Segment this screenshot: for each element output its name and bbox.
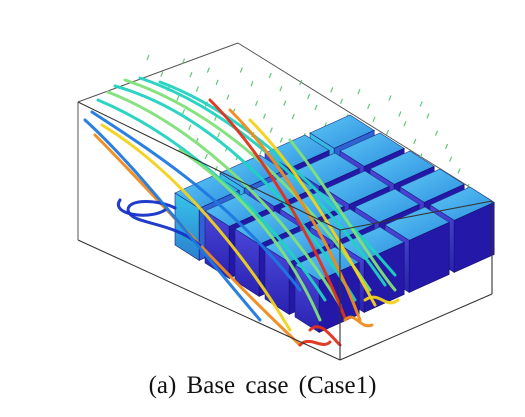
velocity-arrow — [226, 94, 230, 100]
velocity-arrow — [340, 98, 344, 104]
velocity-arrow — [204, 153, 208, 160]
velocity-arrow — [215, 79, 219, 86]
velocity-arrow — [434, 130, 439, 136]
velocity-arrow — [269, 127, 273, 133]
velocity-arrow — [419, 101, 423, 107]
velocity-arrow — [146, 54, 150, 61]
velocity-arrow — [314, 104, 318, 111]
velocity-arrow — [398, 111, 402, 117]
domain-frame-front — [77, 101, 493, 361]
velocity-arrow — [367, 103, 371, 110]
velocity-arrow — [206, 67, 210, 73]
streamline — [308, 325, 342, 347]
velocity-arrow — [413, 138, 417, 145]
velocity-arrow — [279, 137, 283, 143]
streamline — [363, 295, 400, 305]
streamline — [343, 315, 374, 328]
velocity-arrow — [330, 87, 334, 93]
velocity-arrow — [357, 88, 361, 95]
velocity-arrow — [268, 72, 272, 79]
streamline — [178, 148, 322, 322]
velocity-arrow — [445, 143, 449, 150]
velocity-arrow — [176, 95, 180, 101]
velocity-arrow — [250, 81, 254, 87]
velocity-arrow — [388, 95, 392, 101]
velocity-arrow — [426, 113, 430, 119]
velocity-arrow — [239, 67, 243, 73]
velocity-arrow — [195, 86, 199, 92]
streamline — [83, 118, 262, 322]
velocity-arrow — [217, 132, 221, 138]
streamline — [100, 123, 292, 332]
streamline — [288, 138, 397, 292]
streamline — [248, 118, 377, 307]
streamline — [126, 200, 202, 247]
velocity-arrow — [385, 129, 390, 136]
domain-frame-back — [77, 42, 493, 240]
velocity-arrow — [214, 165, 218, 172]
streamline — [228, 108, 362, 322]
streamline — [208, 98, 347, 320]
velocity-arrow — [291, 113, 295, 120]
streamlines — [83, 76, 400, 347]
velocity-arrow — [189, 72, 193, 78]
streamline — [123, 78, 372, 292]
streamline — [106, 90, 342, 307]
velocity-arrow — [279, 85, 283, 92]
figure-caption: (a) Base case (Case1) — [148, 372, 377, 399]
velocity-arrow — [457, 168, 461, 174]
velocity-arrow — [299, 79, 303, 86]
velocity-arrow — [449, 156, 453, 162]
velocity-arrow — [181, 58, 186, 64]
velocity-arrow — [262, 113, 267, 119]
velocity-arrow — [403, 121, 407, 127]
streamline — [113, 84, 357, 302]
velocity-arrow — [182, 108, 186, 115]
velocity-arrow — [283, 100, 287, 106]
velocity-arrow — [307, 93, 311, 100]
velocity-arrow — [160, 71, 164, 77]
velocity-arrow — [254, 100, 259, 107]
streamline — [90, 110, 302, 292]
streamline — [96, 98, 327, 302]
velocity-arrow — [372, 116, 376, 123]
streamline — [116, 198, 167, 217]
velocity-arrow — [188, 124, 192, 131]
